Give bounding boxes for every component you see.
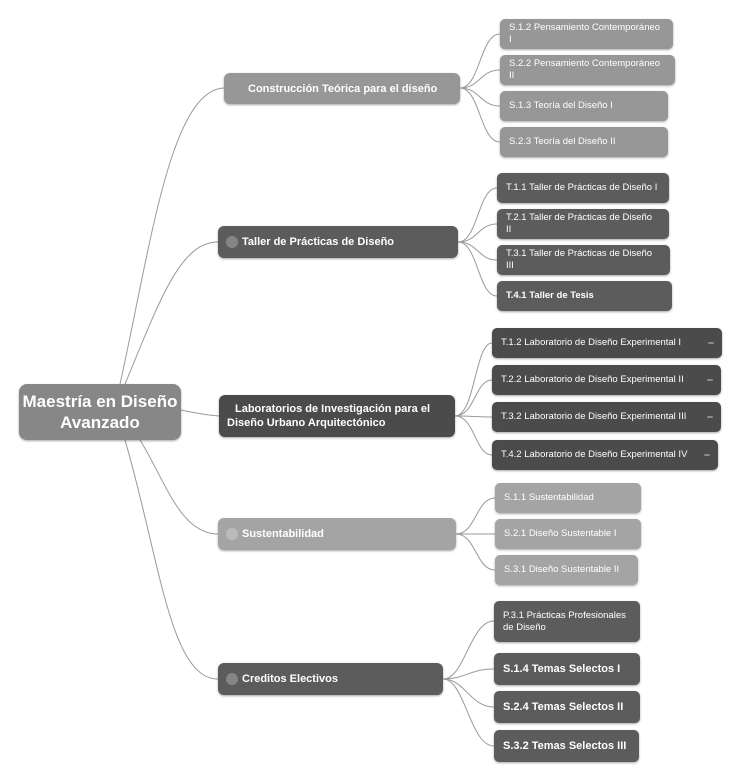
leaf-laboratorio-experimental-3[interactable]: T.3.2 Laboratorio de Diseño Experimental… — [492, 402, 721, 432]
branch-bullet-icon — [226, 528, 238, 540]
leaf-label: T.4.2 Laboratorio de Diseño Experimental… — [501, 449, 688, 460]
leaf-label: T.4.1 Taller de Tesis — [506, 290, 594, 301]
connector-root-creditos — [124, 439, 219, 680]
leaf-label: S.3.1 Diseño Sustentable II — [504, 564, 620, 575]
note-marker-icon — [707, 416, 713, 418]
branch-sustentabilidad[interactable]: Sustentabilidad — [218, 518, 456, 550]
branch-label: Construcción Teórica para el diseño — [248, 82, 438, 95]
connector-root-sustentabilidad — [139, 439, 219, 535]
branch-creditos-electivos[interactable]: Creditos Electivos — [218, 663, 443, 695]
branch-taller-practicas[interactable]: Taller de Prácticas de Diseño — [218, 226, 458, 258]
leaf-label-line2: de Diseño — [503, 621, 546, 633]
branch-label: Taller de Prácticas de Diseño — [242, 236, 395, 248]
leaf-teoria-diseno-1[interactable]: S.1.3 Teoría del Diseño I — [500, 91, 668, 121]
leaf-laboratorio-experimental-2[interactable]: T.2.2 Laboratorio de Diseño Experimental… — [492, 365, 721, 395]
leaf-label: T.1.1 Taller de Prácticas de Diseño I — [506, 182, 658, 193]
leaf-diseno-sustentable-2[interactable]: S.3.1 Diseño Sustentable II — [495, 555, 638, 585]
branch-laboratorios-investigacion[interactable]: Laboratorios de Investigación para el Di… — [219, 395, 455, 437]
leaf-label: T.1.2 Laboratorio de Diseño Experimental… — [501, 337, 682, 348]
leaf-label: S.1.2 Pensamiento Contemporáneo I — [509, 22, 661, 45]
leaf-label: T.3.2 Laboratorio de Diseño Experimental… — [501, 411, 687, 422]
leaf-label: T.2.1 Taller de Prácticas de Diseño II — [506, 212, 653, 235]
leaf-pensamiento-contemporaneo-2[interactable]: S.2.2 Pensamiento Contemporáneo II — [500, 55, 675, 85]
branch-construccion-teorica[interactable]: Construcción Teórica para el diseño — [224, 73, 460, 104]
branch-bullet-icon — [226, 236, 238, 248]
root-title-line1: Maestría en Diseño — [22, 392, 178, 411]
leaf-label: S.1.1 Sustentabilidad — [504, 492, 594, 503]
root-title-line2: Avanzado — [60, 413, 140, 432]
leaf-temas-selectos-1[interactable]: S.1.4 Temas Selectos I — [494, 653, 640, 685]
connector-root-laboratorios — [180, 409, 220, 417]
note-marker-icon — [707, 379, 713, 381]
leaf-teoria-diseno-2[interactable]: S.2.3 Teoría del Diseño II — [500, 127, 668, 157]
leaf-sustentabilidad[interactable]: S.1.1 Sustentabilidad — [495, 483, 641, 513]
leaf-taller-practicas-2[interactable]: T.2.1 Taller de Prácticas de Diseño II — [497, 209, 669, 239]
leaf-label: T.3.1 Taller de Prácticas de Diseño III — [506, 248, 653, 271]
leaf-taller-practicas-3[interactable]: T.3.1 Taller de Prácticas de Diseño III — [497, 245, 670, 275]
connector-root-construccion — [119, 87, 225, 385]
leaf-laboratorio-experimental-1[interactable]: T.1.2 Laboratorio de Diseño Experimental… — [492, 328, 722, 358]
note-marker-icon — [704, 454, 710, 456]
leaf-pensamiento-contemporaneo-1[interactable]: S.1.2 Pensamiento Contemporáneo I — [500, 19, 673, 49]
leaf-taller-tesis[interactable]: T.4.1 Taller de Tesis — [497, 281, 672, 311]
leaf-diseno-sustentable-1[interactable]: S.2.1 Diseño Sustentable I — [495, 519, 641, 549]
leaf-label: S.2.3 Teoría del Diseño II — [509, 136, 616, 147]
leaf-practicas-profesionales[interactable]: P.3.1 Prácticas Profesionales de Diseño — [494, 601, 640, 642]
leaf-label-line1: P.3.1 Prácticas Profesionales — [503, 609, 626, 621]
branch-label-line2: Diseño Urbano Arquitectónico — [227, 417, 386, 429]
leaf-label: S.1.4 Temas Selectos I — [503, 663, 621, 675]
leaf-taller-practicas-1[interactable]: T.1.1 Taller de Prácticas de Diseño I — [497, 173, 669, 203]
root-node[interactable]: Maestría en Diseño Avanzado — [19, 384, 181, 440]
branch-label: Sustentabilidad — [242, 528, 324, 540]
branch-label: Creditos Electivos — [242, 673, 338, 685]
leaf-label: S.2.2 Pensamiento Contemporáneo II — [509, 58, 661, 81]
leaf-label: S.2.1 Diseño Sustentable I — [504, 528, 617, 539]
leaf-label: T.2.2 Laboratorio de Diseño Experimental… — [501, 374, 684, 385]
leaf-laboratorio-experimental-4[interactable]: T.4.2 Laboratorio de Diseño Experimental… — [492, 440, 718, 470]
leaf-label: S.2.4 Temas Selectos II — [503, 701, 624, 713]
leaf-temas-selectos-3[interactable]: S.3.2 Temas Selectos III — [494, 730, 639, 762]
leaf-temas-selectos-2[interactable]: S.2.4 Temas Selectos II — [494, 691, 640, 723]
note-marker-icon — [708, 342, 714, 344]
leaf-label: S.1.3 Teoría del Diseño I — [509, 100, 613, 111]
branch-bullet-icon — [226, 673, 238, 685]
leaf-label: S.3.2 Temas Selectos III — [503, 740, 627, 752]
connector-root-taller — [124, 241, 219, 385]
branch-label-line1: Laboratorios de Investigación para el — [235, 403, 430, 415]
